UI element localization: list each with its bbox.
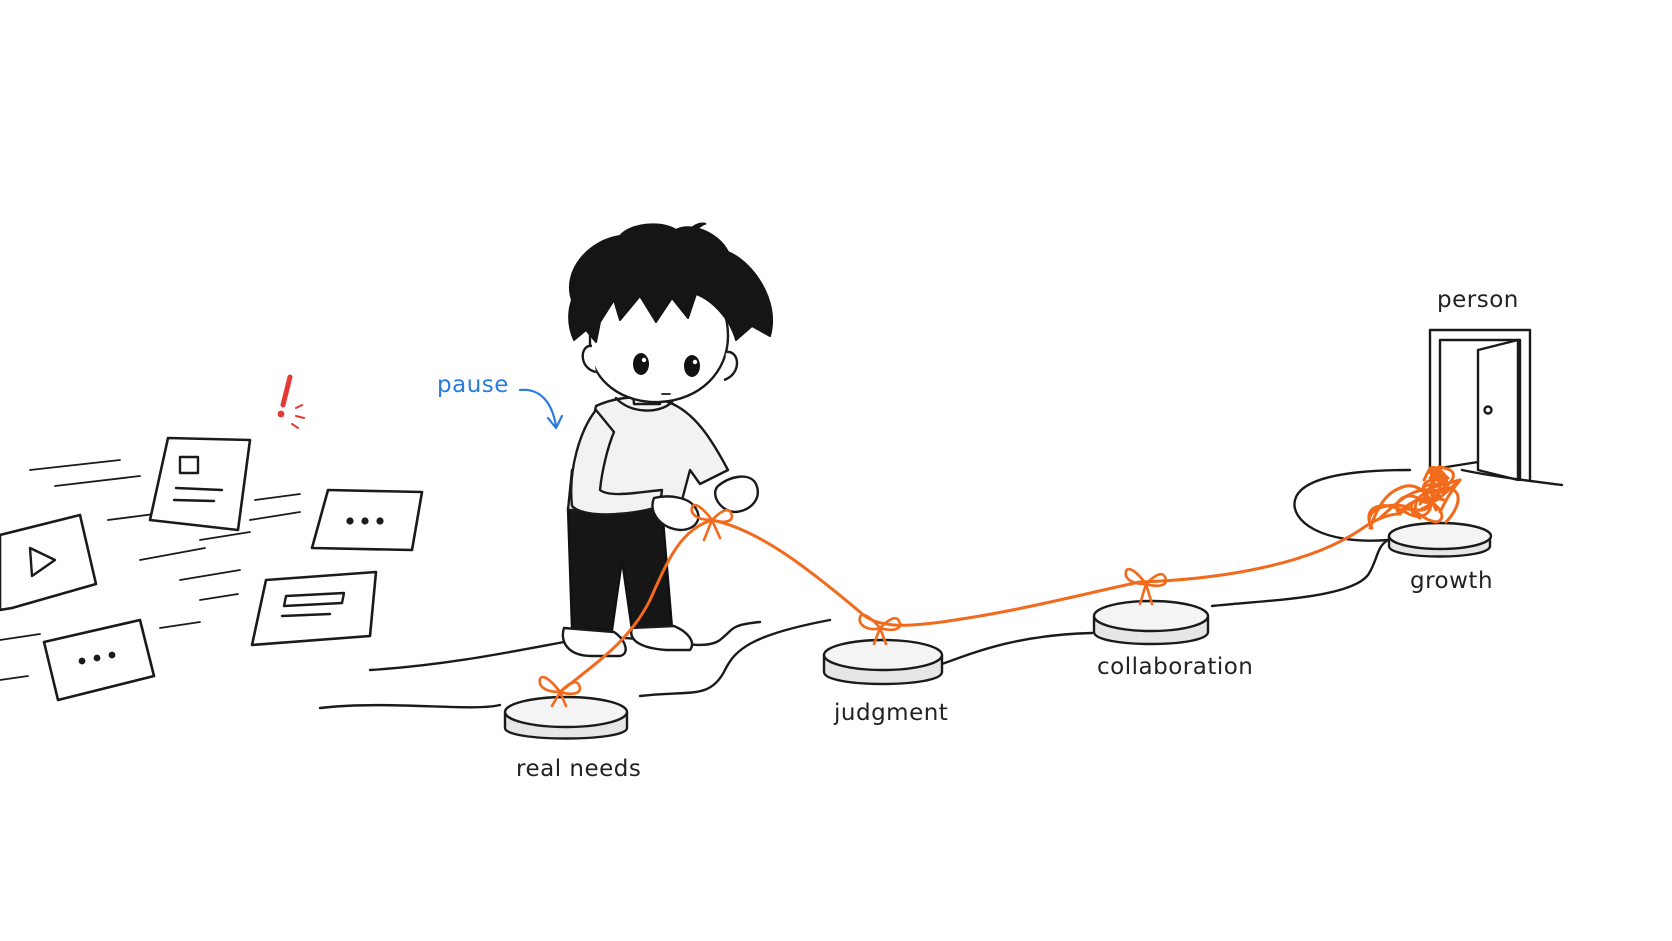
- curved-arrow-icon: [518, 388, 564, 430]
- speed-lines: [0, 459, 301, 681]
- person-label: person: [1437, 287, 1519, 313]
- ellipsis-icon: [78, 651, 116, 665]
- thread-bow-2: [690, 503, 734, 542]
- document-card: [148, 436, 252, 532]
- exclamation-icon: [277, 374, 305, 429]
- pause-annotation: [518, 388, 564, 430]
- message-card-3: [42, 618, 156, 702]
- play-icon: [28, 546, 57, 578]
- stepping-stone-4: [1387, 521, 1493, 558]
- stepping-stone-1: [503, 695, 629, 740]
- stepping-stone-2: [822, 638, 944, 686]
- thread-bow-4: [1124, 567, 1168, 606]
- thread-bow-1: [538, 675, 582, 708]
- stone-label-judgment: judgment: [833, 700, 948, 726]
- document-icon: [178, 455, 200, 475]
- thread-bow-3: [858, 613, 902, 646]
- play-card: [0, 513, 98, 612]
- thread: [558, 465, 1462, 694]
- message-card-1: [310, 488, 424, 552]
- distraction-cards: [0, 374, 424, 702]
- pause-label: pause: [437, 372, 509, 398]
- thread-arrow-head: [1367, 474, 1448, 530]
- stone-label-growth: growth: [1410, 568, 1493, 594]
- boy-character: [561, 222, 773, 658]
- text-lines-icon: [280, 591, 346, 618]
- stepping-stone-3: [1092, 599, 1210, 646]
- stone-label-real-needs: real needs: [516, 756, 641, 782]
- message-card-2: [250, 570, 378, 647]
- open-door-icon: [1428, 328, 1532, 482]
- stone-label-collaboration: collaboration: [1097, 654, 1253, 680]
- ellipsis-icon: [346, 517, 384, 525]
